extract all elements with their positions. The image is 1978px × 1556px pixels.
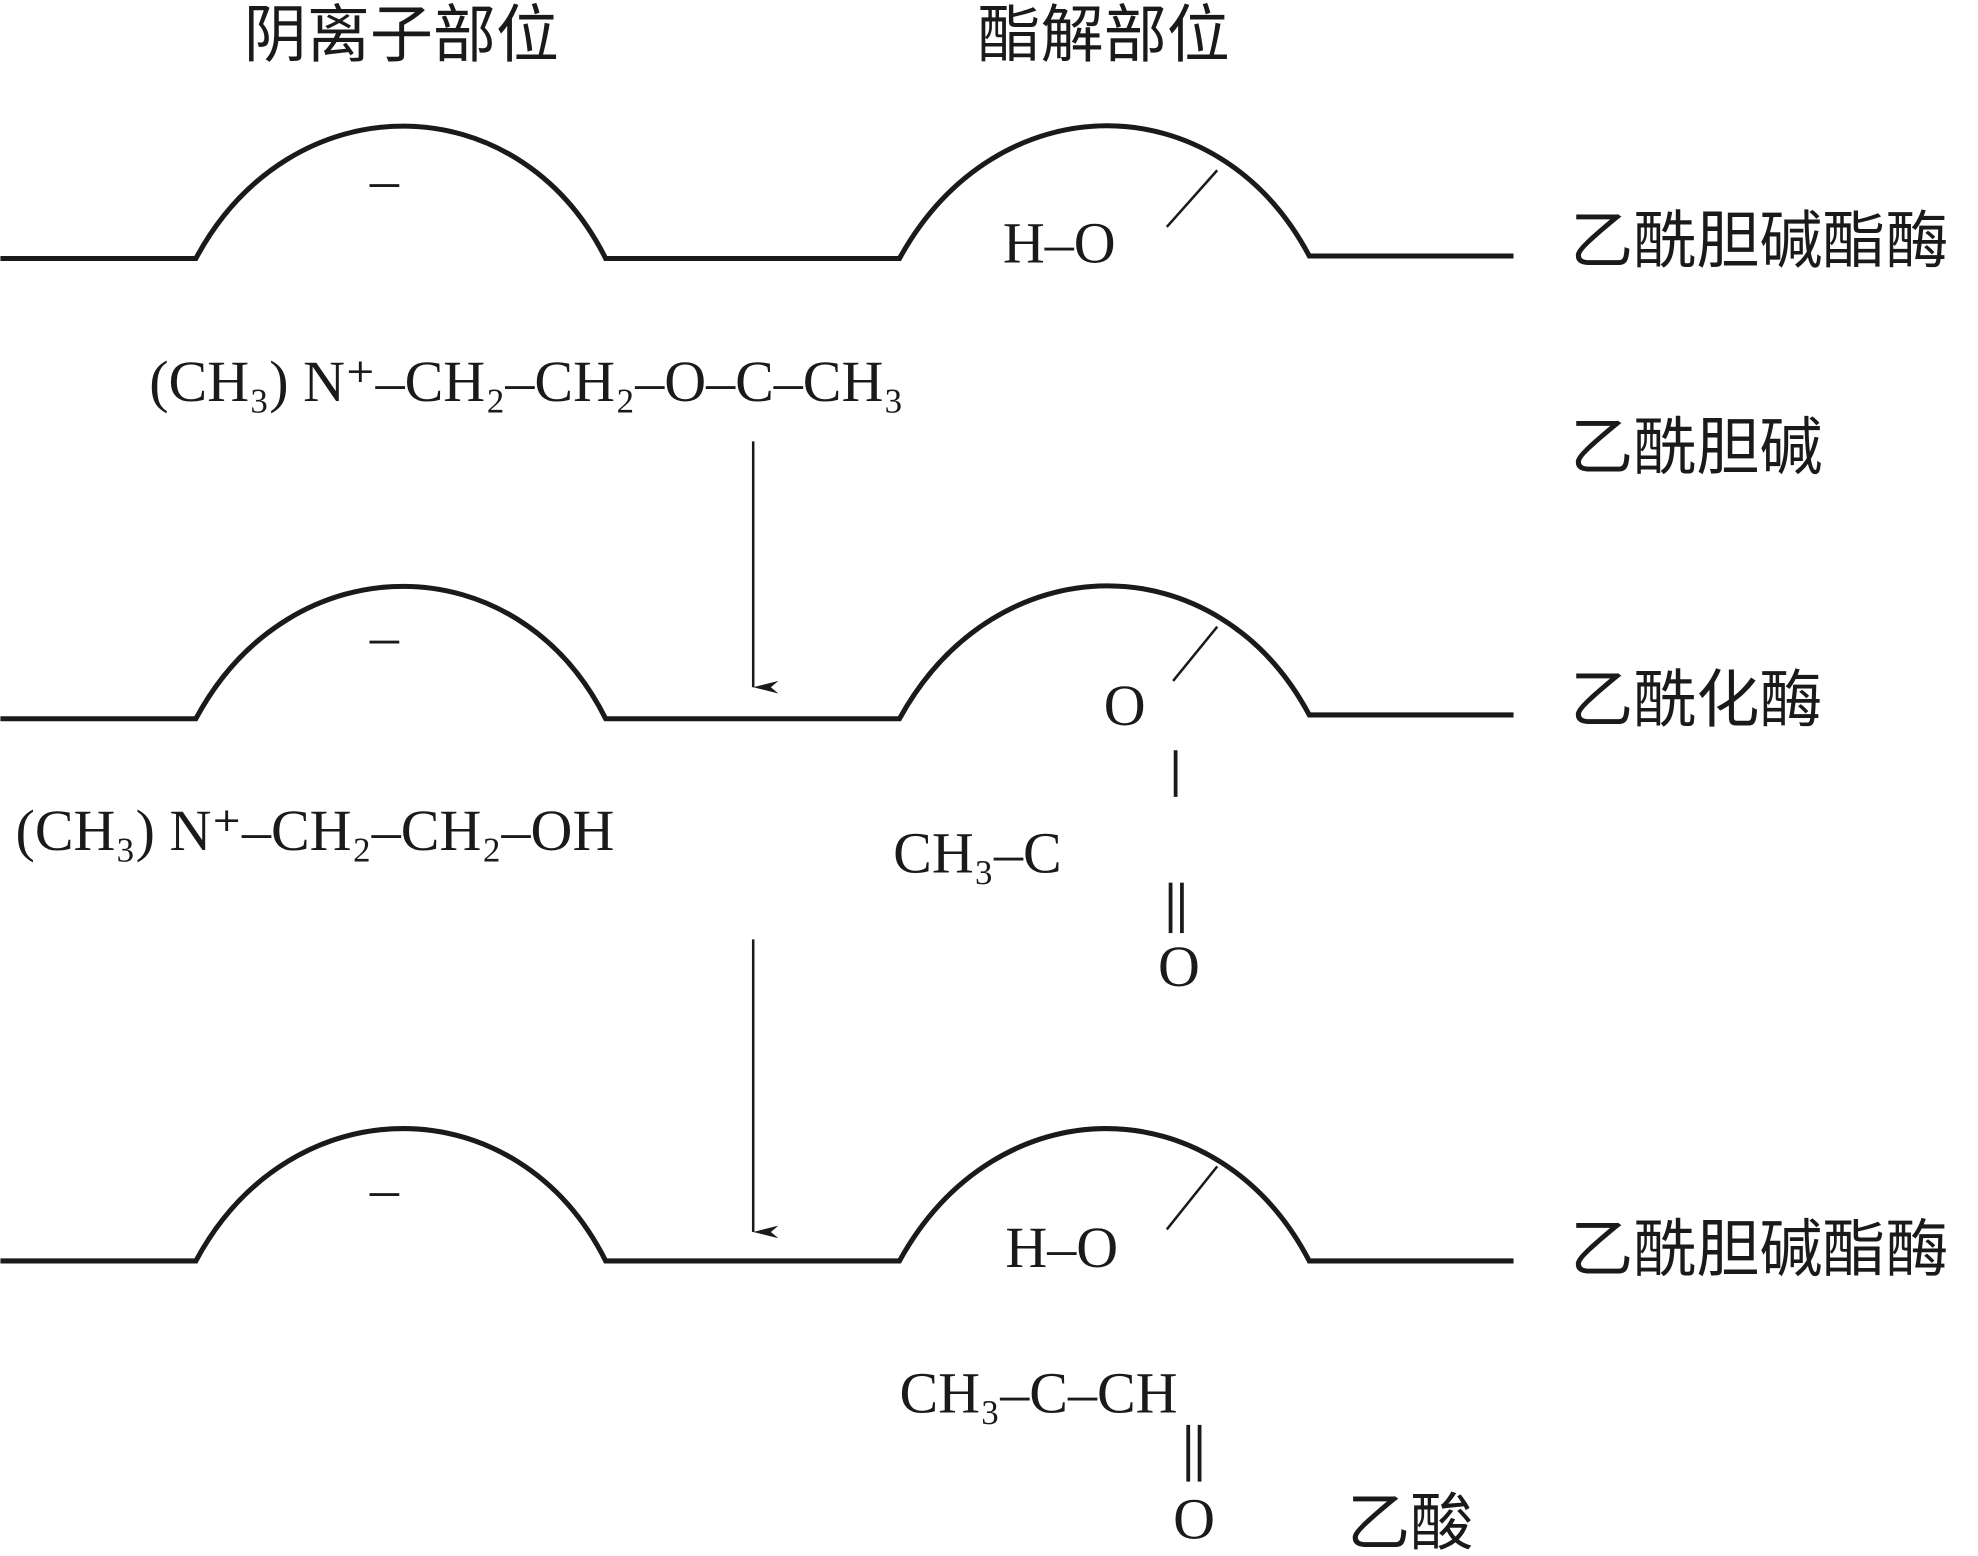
carbonyl-oxygen-1: O (1158, 934, 1200, 999)
enzyme-label-3: 乙酰胆碱酯酶 (1570, 1215, 1948, 1285)
anionic-charge-3: – (369, 1156, 400, 1221)
acetylcholine-formula: (CH₃) N⁺–CH₂–CH₂–O–C–CH₃ (149, 349, 903, 414)
anionic-charge-1: – (369, 147, 400, 212)
acetic-acid-formula: CH₃–C–CH (899, 1360, 1177, 1425)
double-bond-2 (1186, 1424, 1202, 1482)
enzyme-surface-1 (0, 123, 1514, 262)
enzyme-surface-3 (0, 1126, 1514, 1264)
choline-formula: (CH₃) N⁺–CH₂–CH₂–OH (16, 798, 615, 863)
acetyl-group: CH₃–C (893, 821, 1061, 886)
enzyme-label-2: 乙酰化酶 (1570, 665, 1822, 735)
hydroxyl-group-1: H–O (1003, 210, 1116, 275)
carbonyl-oxygen-2: O (1173, 1486, 1215, 1551)
hydroxyl-group-3: H–O (1005, 1215, 1118, 1280)
anionic-site-header: 阴离子部位 (244, 1, 559, 71)
acetylcholine-label: 乙酰胆碱 (1570, 413, 1822, 483)
esteratic-site-header: 酯解部位 (978, 1, 1230, 71)
enzyme-label-1: 乙酰胆碱酯酶 (1570, 206, 1948, 276)
anionic-charge-2: – (369, 604, 400, 669)
acetic-acid-label: 乙酸 (1347, 1489, 1473, 1556)
double-bond-1 (1168, 882, 1184, 934)
enzyme-surface-2 (0, 583, 1514, 722)
bound-oxygen: O (1104, 673, 1146, 738)
